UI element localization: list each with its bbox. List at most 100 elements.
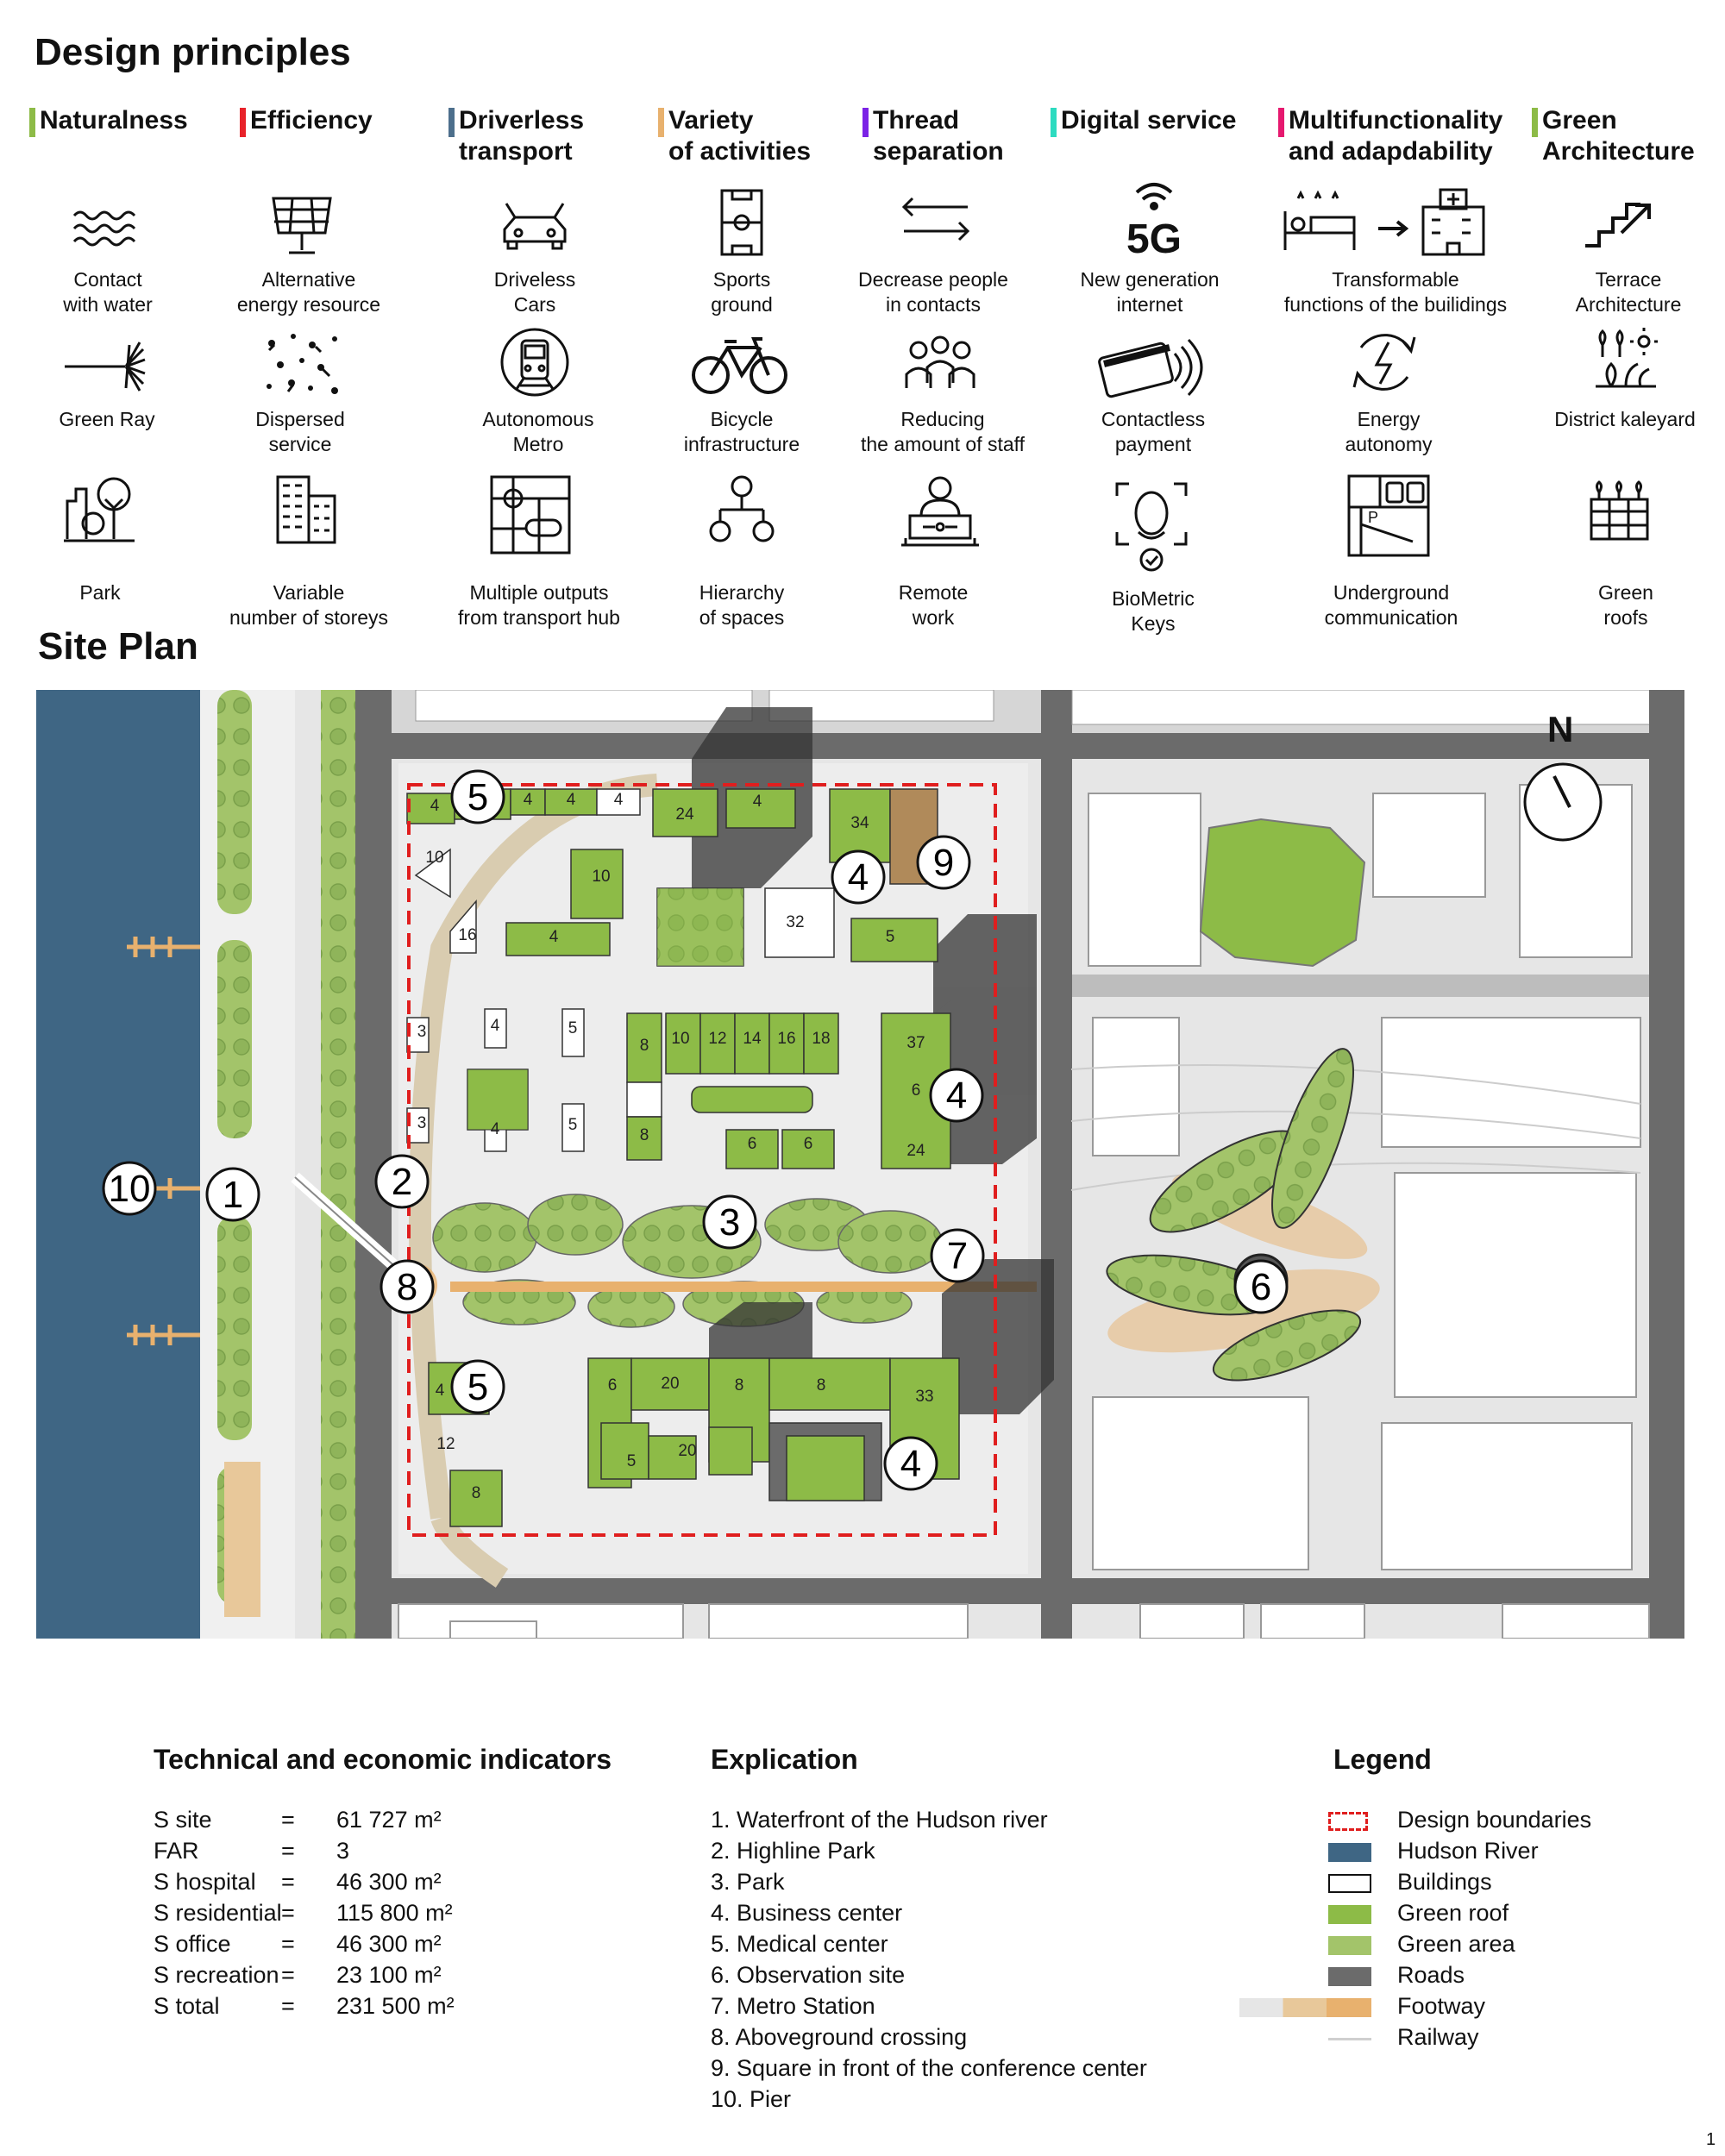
plan-marker-label: 7 (947, 1235, 968, 1277)
plan-marker: 4 (831, 849, 886, 905)
storey-label: 10 (425, 849, 443, 867)
indicator-name: S residential (154, 1900, 282, 1926)
legend-label: Green roof (1397, 1900, 1509, 1926)
indicator-name: S office (154, 1931, 231, 1957)
principle-label: Hierarchy of spaces (699, 581, 785, 629)
underground-parking-icon: P (1346, 473, 1432, 559)
category-bar (1532, 108, 1538, 137)
principle-label: Park (79, 581, 121, 604)
storey-label: 8 (640, 1126, 649, 1144)
legend-label: Buildings (1397, 1869, 1492, 1895)
principle-label: Driveless Cars (493, 268, 576, 316)
plan-marker-label: 9 (933, 842, 954, 884)
plan-marker: 9 (916, 835, 971, 890)
principle-label: Dispersed service (255, 408, 345, 455)
plan-marker: 4 (883, 1436, 938, 1491)
principle-label: Contact with water (63, 268, 153, 316)
indicator-eq: = (281, 1993, 295, 2019)
indicator-value: 46 300 m² (336, 1931, 442, 1957)
plan-marker: 2 (374, 1154, 430, 1209)
green-roof-icon (1587, 479, 1652, 543)
category-label: Efficiency (250, 106, 373, 135)
storey-label: 6 (748, 1135, 757, 1153)
legend-swatch (1328, 2038, 1371, 2040)
water-waves-icon (67, 190, 145, 267)
legend-label: Green area (1397, 1931, 1515, 1957)
park-green (432, 1194, 943, 1328)
plan-marker-label: 6 (1251, 1266, 1271, 1308)
category-bar (448, 108, 455, 137)
category-thread-separation: Thread separation (862, 105, 1004, 167)
plan-marker: 5 (450, 1359, 505, 1414)
category-bar (240, 108, 246, 137)
plan-marker-label: 1 (223, 1174, 243, 1216)
category-bar (658, 108, 664, 137)
storey-label: 4 (614, 791, 624, 809)
north-label: N (1547, 709, 1573, 749)
legend-swatch (1328, 1905, 1371, 1924)
storey-label: 4 (567, 791, 576, 809)
principle-label: Remote work (898, 581, 969, 629)
legend-label: Railway (1397, 2024, 1479, 2050)
explication-title: Explication (711, 1744, 858, 1775)
dispersed-dots-icon (259, 326, 345, 404)
explication-item: 4. Business center (711, 1900, 903, 1926)
indicator-name: S total (154, 1993, 220, 2019)
indicator-value: 23 100 m² (336, 1962, 442, 1988)
storey-label: 33 (915, 1388, 933, 1406)
category-label: Green Architecture (1542, 106, 1695, 166)
storey-label: 32 (786, 913, 804, 931)
green-ray-icon (60, 328, 151, 405)
legend-label: Footway (1397, 1993, 1486, 2019)
principle-label: Variable number of storeys (229, 581, 389, 629)
storey-label: 6 (912, 1081, 921, 1100)
people-group-icon (901, 326, 979, 404)
aboveground-crossing (450, 1282, 1037, 1292)
metro-icon (496, 323, 574, 401)
storey-label: 5 (886, 928, 895, 946)
category-label: Multifunctionality and adapdability (1289, 106, 1503, 166)
building (415, 690, 753, 722)
storey-label: 12 (708, 1030, 726, 1048)
transport-hub-map-icon (487, 473, 574, 557)
plan-marker: 3 (702, 1194, 757, 1250)
category-digital-service: Digital service (1051, 105, 1237, 137)
plan-marker-label: 5 (467, 776, 488, 818)
road (392, 733, 1649, 759)
principle-label: Terrace Architecture (1575, 268, 1682, 316)
category-variety-of-activities: Variety of activities (658, 105, 811, 167)
building (1071, 690, 1684, 725)
plan-marker: 8 (380, 1259, 435, 1314)
storey-label: 5 (568, 1116, 578, 1134)
category-label: Digital service (1061, 106, 1237, 135)
storey-label: 20 (661, 1375, 679, 1393)
site-plan-title: Site Plan (38, 625, 198, 667)
site-plan-map: N 41044424434101016432534581012141618376… (36, 690, 1684, 1639)
indicator-value: 115 800 m² (336, 1900, 453, 1926)
stairs-arrow-icon (1578, 181, 1656, 259)
hierarchy-icon (703, 473, 781, 550)
green-area (217, 690, 252, 914)
indicators-title: Technical and economic indicators (154, 1744, 612, 1775)
plan-marker-label: 10 (109, 1168, 151, 1210)
storey-label: 24 (906, 1142, 925, 1160)
storey-label: 18 (812, 1030, 830, 1048)
explication-item: 7. Metro Station (711, 1993, 875, 2019)
storey-label: 3 (417, 1114, 427, 1132)
storey-label: 10 (592, 868, 610, 886)
indicator-eq: = (281, 1838, 295, 1864)
plan-marker-label: 4 (900, 1443, 921, 1485)
category-driverless-transport: Driverless transport (448, 105, 584, 167)
principle-label: Reducing the amount of staff (860, 408, 1026, 455)
explication-item: 9. Square in front of the conference cen… (711, 2055, 1147, 2081)
plan-marker: 1 (205, 1167, 260, 1222)
buildings-icon (267, 470, 345, 548)
principle-label: Autonomous Metro (482, 408, 594, 455)
legend-swatch (1328, 1936, 1371, 1955)
plan-marker: 5 (450, 769, 505, 824)
principle-label: Energy autonomy (1345, 408, 1433, 455)
car-icon (496, 190, 574, 267)
storey-label: 5 (568, 1019, 578, 1037)
principle-label: Transformable functions of the builiding… (1283, 268, 1508, 316)
principle-label: Multiple outputs from transport hub (458, 581, 620, 629)
